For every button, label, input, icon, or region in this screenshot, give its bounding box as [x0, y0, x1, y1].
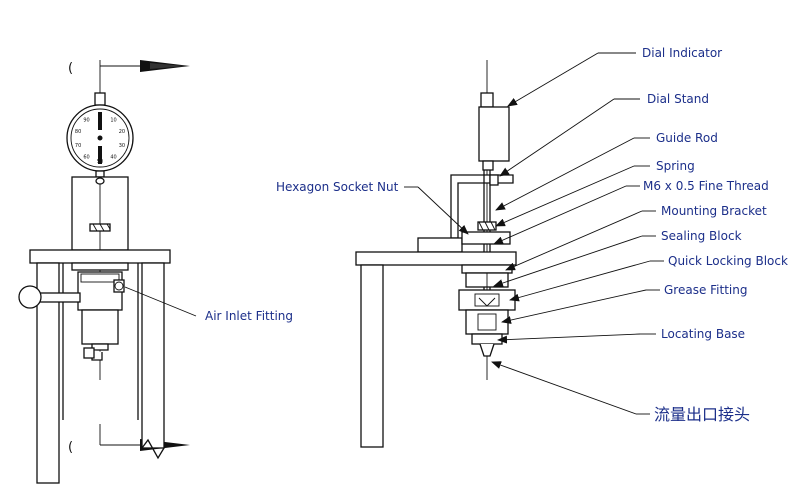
section-mark-top: (: [68, 61, 73, 76]
label-grease-fitting: Grease Fitting: [664, 283, 747, 297]
section-leg: [360, 264, 384, 448]
dial-number: 20: [119, 129, 125, 135]
label-locating-base: Locating Base: [661, 327, 745, 341]
label-hexagon-socket-nut: Hexagon Socket Nut: [276, 180, 399, 194]
dial-number: 60: [83, 155, 89, 161]
label-air-inlet-fitting: Air Inlet Fitting: [205, 309, 293, 323]
label-flow-outlet-fitting: 流量出口接头: [654, 405, 750, 424]
label-fine-thread: M6 x 0.5 Fine Thread: [643, 179, 769, 193]
dial-number: 90: [83, 117, 89, 123]
label-guide-rod: Guide Rod: [656, 131, 718, 145]
table-leg-right: [141, 262, 165, 449]
dial-indicator-body: [478, 106, 510, 162]
lever-arm: [37, 292, 81, 303]
dial-number: 30: [119, 143, 125, 149]
locating-base: [471, 333, 503, 345]
dial-number: 10: [110, 117, 116, 123]
section-table-top: [355, 251, 517, 266]
section-arrow-top: [100, 60, 190, 72]
table-top: [29, 249, 171, 264]
section-mark-bottom: (: [68, 440, 73, 455]
label-quick-locking-block: Quick Locking Block: [668, 254, 788, 268]
leader-lines: [404, 52, 664, 415]
hex-nut: [89, 223, 111, 232]
quick-locking-block: [458, 289, 516, 311]
dial-pointer-icon: [98, 112, 102, 130]
label-spring: Spring: [656, 159, 695, 173]
dial-number: 70: [75, 143, 81, 149]
label-sealing-block: Sealing Block: [661, 229, 742, 243]
dial-stem: [94, 92, 106, 106]
label-mounting-bracket: Mounting Bracket: [661, 204, 767, 218]
dial-number: 50: [97, 159, 103, 165]
lower-body: [81, 309, 119, 345]
table-leg-left: [36, 262, 60, 484]
dial-number: 0: [98, 113, 101, 119]
section-view: [355, 60, 517, 448]
dial-number: 80: [75, 129, 81, 135]
label-dial-stand: Dial Stand: [647, 92, 709, 106]
lever-knob: [18, 285, 42, 309]
dial-number: 40: [110, 155, 116, 161]
label-dial-indicator: Dial Indicator: [642, 46, 722, 60]
air-inlet-fitting-shape: [113, 279, 125, 293]
